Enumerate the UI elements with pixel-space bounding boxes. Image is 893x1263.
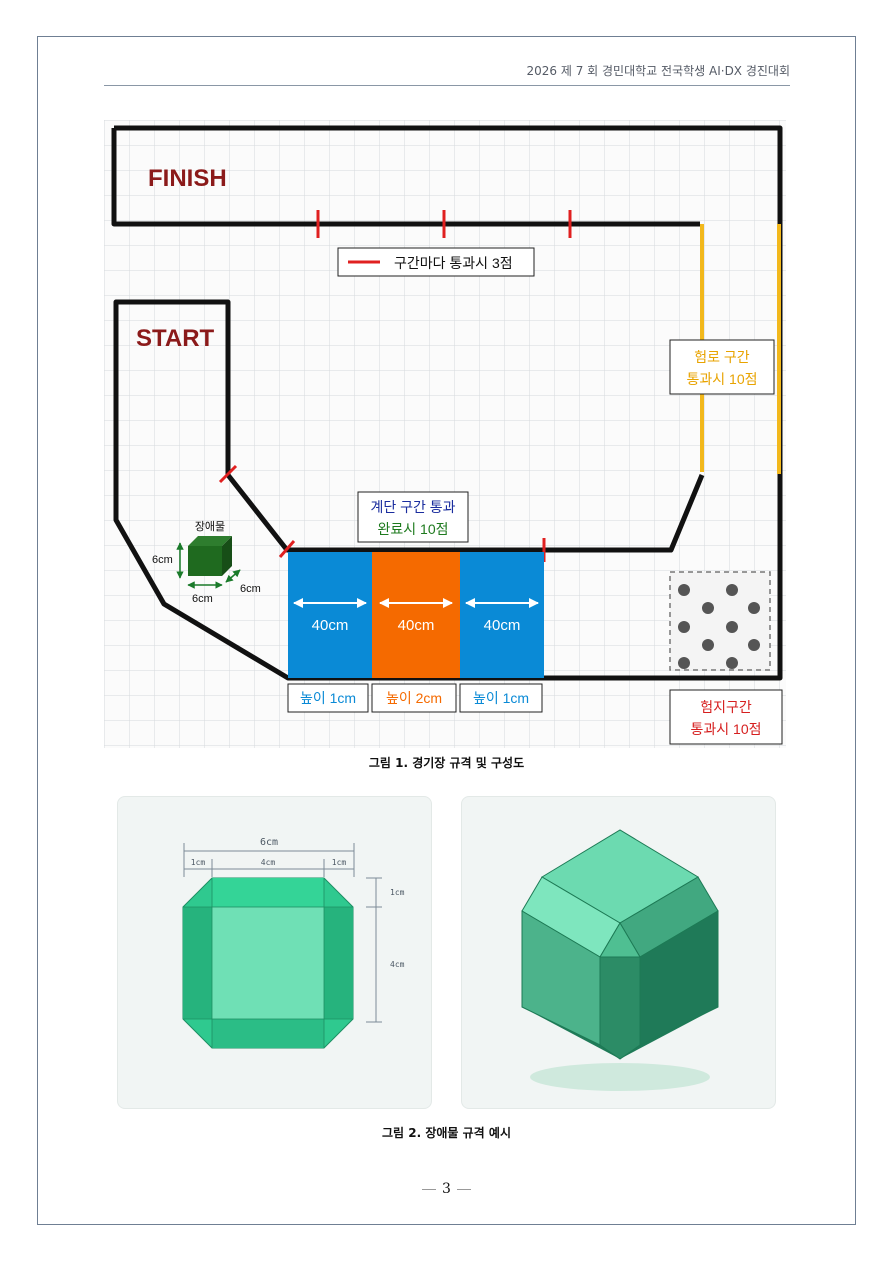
dim-left: 1cm (191, 858, 206, 867)
obstacle-label: 장애물 (195, 520, 225, 533)
stairs-label-line2: 완료시 10점 (378, 521, 449, 537)
hazard-label-line1: 험로 구간 (694, 349, 750, 365)
rough-label-line1: 험지구간 (700, 699, 752, 715)
step2-width: 40cm (398, 617, 435, 634)
stairs-label-line1: 계단 구간 통과 (370, 499, 455, 515)
hazard-label-line2: 통과시 10점 (687, 371, 758, 387)
hazard-label-box: 험로 구간 통과시 10점 (669, 339, 775, 395)
obstacle-front-view-panel: 6cm 1cm 4cm 1cm 1cm 4cm (117, 796, 432, 1109)
figure2-caption: 그림 2. 장애물 규격 예시 (382, 1126, 511, 1140)
page-border (37, 36, 856, 1225)
obstacle-dim-width: 6cm (192, 593, 213, 605)
dim-top: 1cm (390, 888, 405, 897)
checkpoint-marks (218, 210, 572, 562)
legend-text: 구간마다 통과시 3점 (394, 255, 513, 271)
obstacle-cube: 장애물 6cm 6cm 6cm (152, 520, 261, 605)
stair-steps: 40cm 40cm 40cm (288, 552, 544, 678)
step1-width: 40cm (312, 617, 349, 634)
rough-terrain-area (669, 571, 771, 671)
step-2 (372, 552, 460, 678)
legend-box: 구간마다 통과시 3점 (337, 247, 535, 277)
obstacle-dim-height: 6cm (152, 554, 173, 566)
step-height-labels: 높이 1cm 높이 2cm 높이 1cm (287, 683, 543, 713)
dim-middle: 4cm (261, 858, 276, 867)
figure1-caption: 그림 1. 경기장 규격 및 구성도 (368, 756, 525, 770)
step1-height: 높이 1cm (300, 690, 356, 706)
step-1 (288, 552, 372, 678)
finish-label: FINISH (148, 165, 227, 192)
document-header: 2026 제 7 회 경민대학교 전국학생 AI·DX 경진대회 (526, 64, 791, 78)
page-number: 3 (0, 1181, 893, 1197)
step-3 (460, 552, 544, 678)
step3-width: 40cm (484, 617, 521, 634)
dim-total: 6cm (260, 837, 278, 848)
obstacle-front-view: 6cm 1cm 4cm 1cm 1cm 4cm (182, 837, 405, 1049)
rough-label-box: 험지구간 통과시 10점 (669, 689, 783, 745)
header-rule (104, 85, 790, 86)
obstacle-3d-view (521, 829, 719, 1091)
dim-right: 1cm (332, 858, 347, 867)
step2-height: 높이 2cm (386, 690, 442, 706)
arena-diagram: FINISH START 구간마다 통과시 3점 험로 구간 통과시 10점 계… (104, 120, 786, 748)
obstacle-3d-view-panel (461, 796, 776, 1109)
rough-label-line2: 통과시 10점 (691, 721, 762, 737)
track-walls (111, 125, 783, 681)
dim-side: 4cm (390, 960, 405, 969)
obstacle-dim-depth: 6cm (240, 583, 261, 595)
page-number-value: 3 (442, 1181, 451, 1197)
step3-height: 높이 1cm (473, 690, 529, 706)
start-label: START (136, 325, 215, 352)
stairs-label-box: 계단 구간 통과 완료시 10점 (357, 491, 469, 543)
